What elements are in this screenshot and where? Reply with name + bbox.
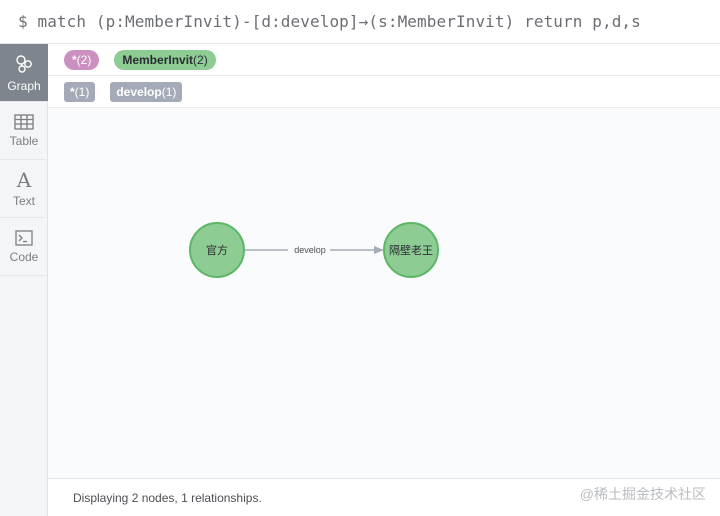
- legend-memberinvit-count: (2): [193, 52, 208, 67]
- tab-graph-label: Graph: [7, 78, 41, 93]
- legend-develop-label: develop: [116, 84, 162, 99]
- graph-svg: develop 官方 隔壁老王: [189, 222, 439, 278]
- node-guanfang[interactable]: 官方: [189, 222, 245, 278]
- node-label: 隔壁老王: [389, 243, 433, 257]
- relationship-arrowhead: [374, 246, 384, 254]
- legend-develop[interactable]: develop(1): [110, 81, 183, 102]
- node-gebilaowang[interactable]: 隔壁老王: [383, 222, 439, 278]
- graph-icon: [13, 53, 35, 75]
- tab-code-label: Code: [9, 249, 39, 264]
- tab-text[interactable]: A Text: [0, 160, 48, 218]
- table-icon: [14, 113, 34, 130]
- node-label: 官方: [206, 243, 228, 257]
- watermark: @稀土掘金技术社区: [579, 486, 706, 502]
- query-bar[interactable]: $ match (p:MemberInvit)-[d:develop]→(s:M…: [0, 0, 720, 44]
- query-text: $ match (p:MemberInvit)-[d:develop]→(s:M…: [18, 12, 641, 31]
- legend-memberinvit-label: MemberInvit: [122, 52, 194, 67]
- relationship-label: develop: [294, 245, 326, 255]
- text-icon: A: [16, 167, 32, 192]
- node-circle: [189, 222, 245, 278]
- legend-memberinvit[interactable]: MemberInvit(2): [114, 49, 216, 70]
- status-bar: Displaying 2 nodes, 1 relationships.: [48, 478, 720, 516]
- code-icon: [15, 229, 33, 246]
- legend-develop-count: (1): [161, 84, 177, 99]
- legend-all-relationships-count: (1): [74, 84, 90, 99]
- tab-table[interactable]: Table: [0, 102, 48, 160]
- status-text: Displaying 2 nodes, 1 relationships.: [73, 490, 262, 505]
- node-circle: [383, 222, 439, 278]
- tab-text-label: Text: [12, 193, 35, 208]
- relationship-develop[interactable]: develop: [245, 245, 384, 255]
- legend-all-nodes-label: *: [72, 52, 77, 67]
- legend-all-relationships[interactable]: *(1): [64, 81, 96, 102]
- relationship-type-legend: *(1) develop(1): [48, 76, 720, 108]
- tab-graph[interactable]: Graph: [0, 44, 48, 102]
- legend-all-nodes[interactable]: *(2): [64, 49, 100, 70]
- tab-code[interactable]: Code: [0, 218, 48, 276]
- legend-all-relationships-label: *: [70, 84, 75, 99]
- graph-canvas[interactable]: develop 官方 隔壁老王: [48, 108, 720, 478]
- node-label-legend: *(2) MemberInvit(2): [48, 44, 720, 76]
- tab-table-label: Table: [9, 133, 39, 148]
- legend-all-nodes-count: (2): [76, 52, 92, 67]
- view-sidebar: Graph Table A Text: [0, 44, 48, 516]
